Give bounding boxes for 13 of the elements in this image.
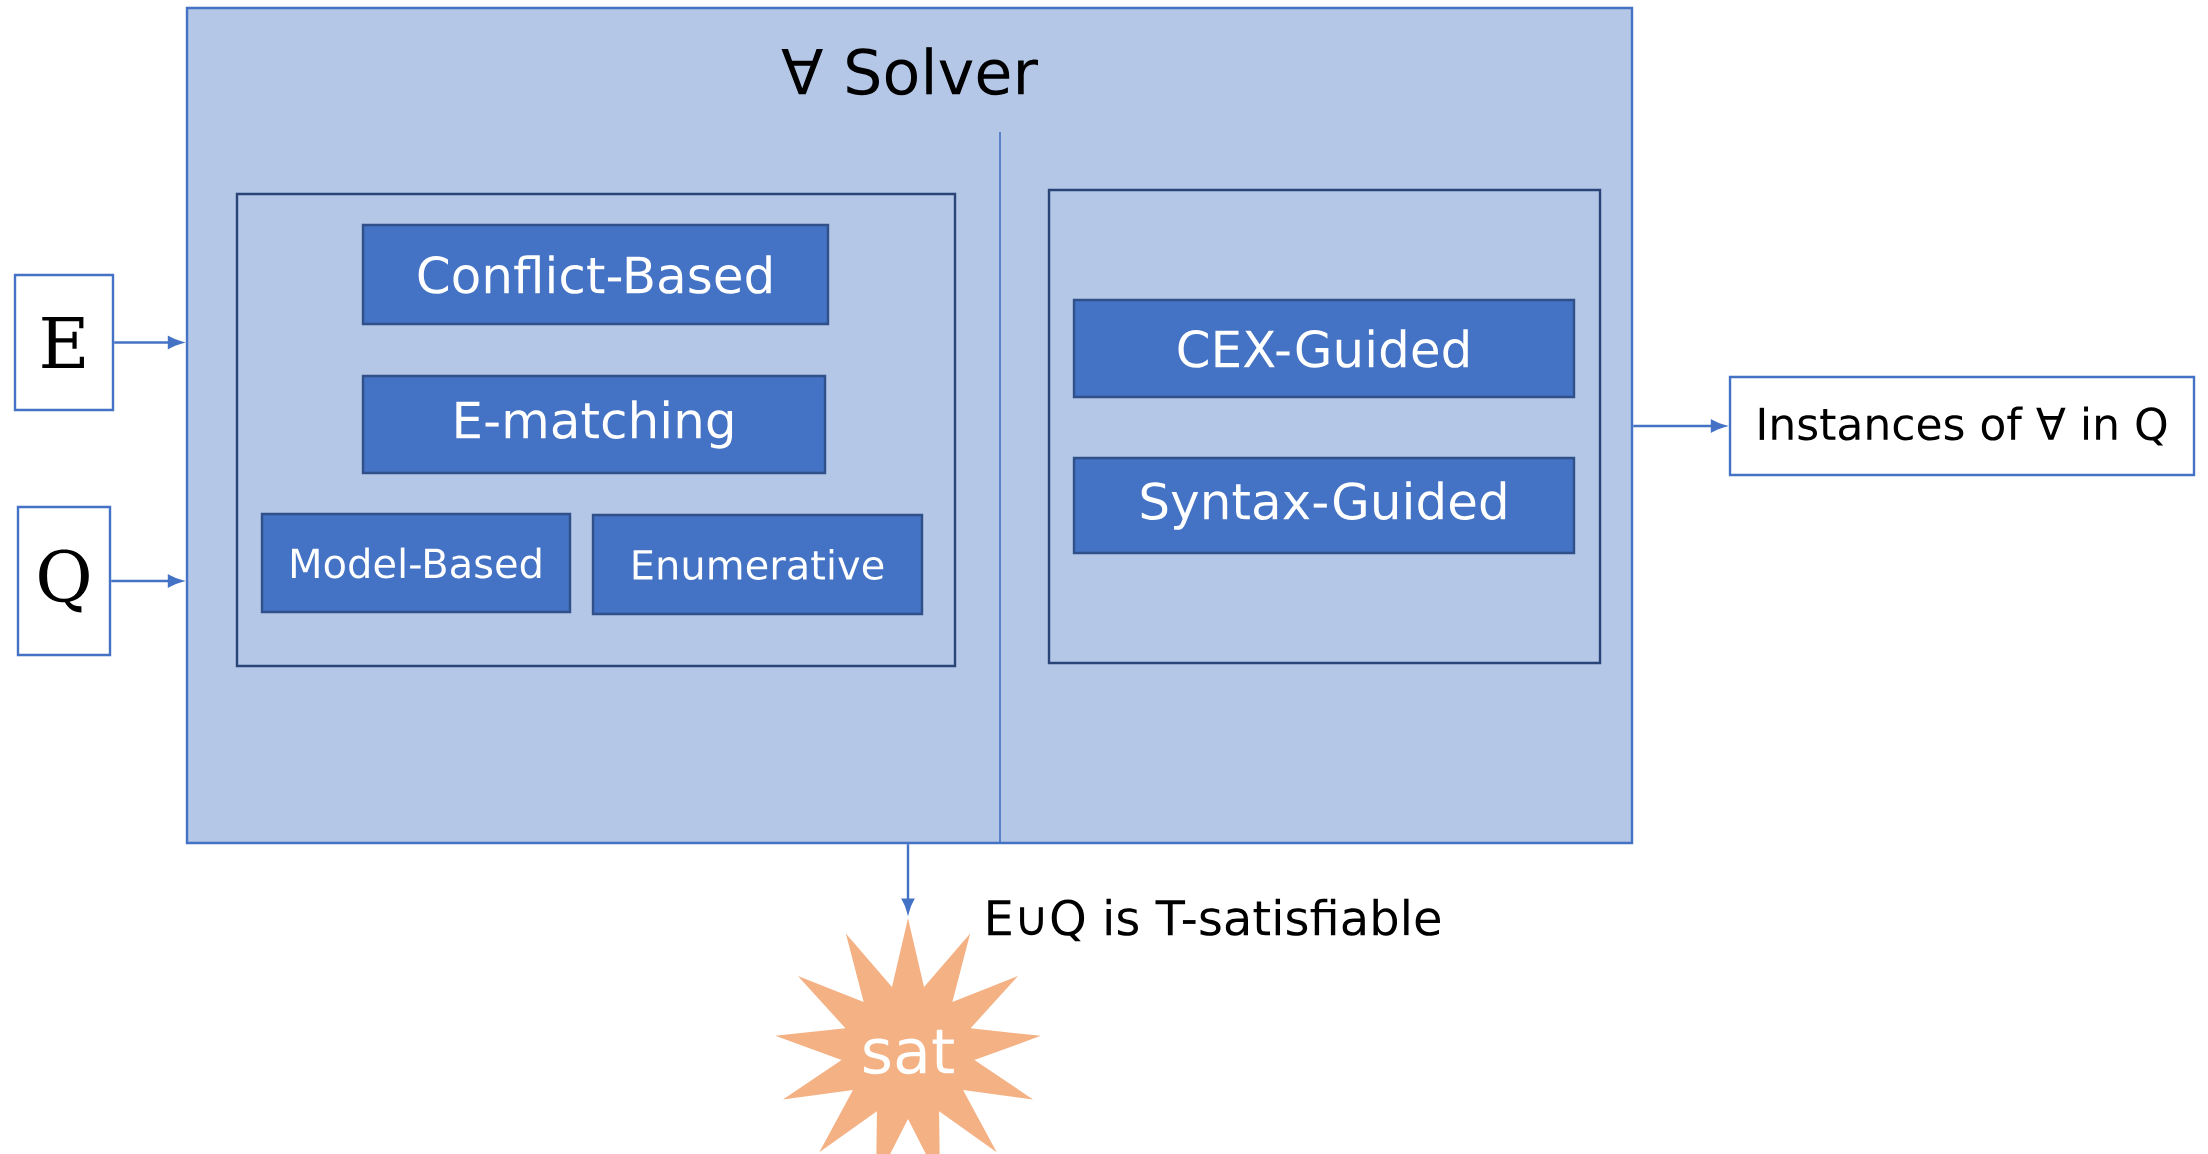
input-box: E	[13, 273, 115, 412]
group-box	[235, 192, 957, 668]
technique-box: Model-Based	[260, 512, 572, 614]
technique-box: Syntax-Guided	[1072, 456, 1576, 555]
technique-box: Conflict-Based	[361, 223, 830, 326]
group-box	[1047, 188, 1602, 665]
arrow	[1633, 419, 1726, 433]
technique-box: CEX-Guided	[1072, 298, 1576, 399]
output-box: Instances of ∀ in Q	[1728, 375, 2196, 477]
input-box: Q	[16, 505, 112, 657]
arrow	[111, 574, 183, 588]
technique-box: Enumerative	[591, 513, 924, 616]
technique-box: E-matching	[361, 374, 827, 475]
